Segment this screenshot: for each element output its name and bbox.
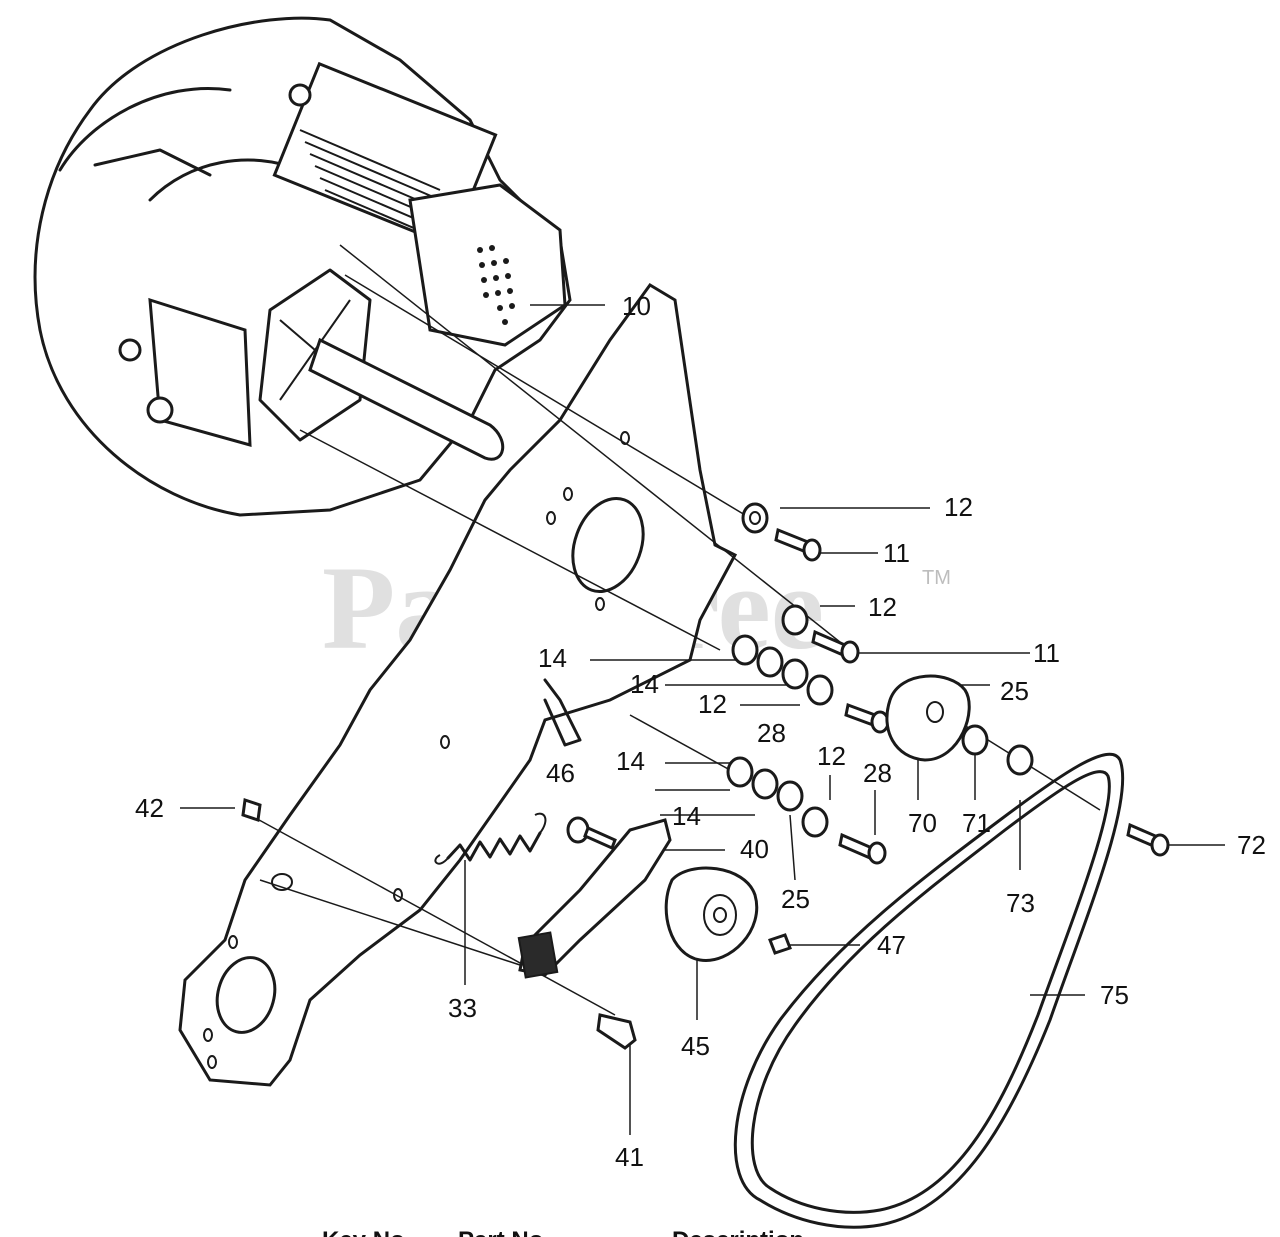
callout-11: 11 [883, 538, 910, 568]
callout-28: 28 [757, 718, 786, 748]
mounting-bracket [178, 283, 738, 1087]
callout-28: 28 [863, 758, 892, 788]
callout-73: 73 [1006, 888, 1035, 918]
hardware-stack [241, 502, 1170, 1050]
callout-12: 12 [698, 689, 727, 719]
callout-41: 41 [615, 1142, 644, 1172]
callout-14: 14 [538, 643, 567, 673]
v-belt-part [733, 752, 1125, 1229]
callout-46: 46 [546, 758, 575, 788]
callout-14: 14 [630, 669, 659, 699]
parts-table-header: Key No. Part No. Description [322, 1227, 804, 1237]
callout-25: 25 [781, 884, 810, 914]
callout-11: 11 [1033, 638, 1060, 668]
callout-42: 42 [135, 793, 164, 823]
spring-part [434, 812, 547, 865]
callout-12: 12 [868, 592, 897, 622]
callout-45: 45 [681, 1031, 710, 1061]
callout-labels: 10 12 11 12 11 14 14 25 12 28 12 28 46 1… [135, 291, 1266, 1172]
callout-10: 10 [622, 291, 651, 321]
callout-71: 71 [962, 808, 991, 838]
callout-12: 12 [817, 741, 846, 771]
footer-key-no: Key No. [322, 1227, 411, 1237]
footer-description: Description [672, 1227, 804, 1237]
callout-33: 33 [448, 993, 477, 1023]
watermark-tm: TM [922, 567, 951, 589]
callout-72: 72 [1237, 830, 1266, 860]
callout-14: 14 [672, 801, 701, 831]
callout-70: 70 [908, 808, 937, 838]
idler-assembly [517, 818, 759, 979]
footer-part-no: Part No. [458, 1227, 550, 1237]
callout-12: 12 [944, 492, 973, 522]
callout-14: 14 [616, 746, 645, 776]
callout-75: 75 [1100, 980, 1129, 1010]
callout-25: 25 [1000, 676, 1029, 706]
engine-part [33, 16, 572, 517]
callout-47: 47 [877, 930, 906, 960]
callout-40: 40 [740, 834, 769, 864]
